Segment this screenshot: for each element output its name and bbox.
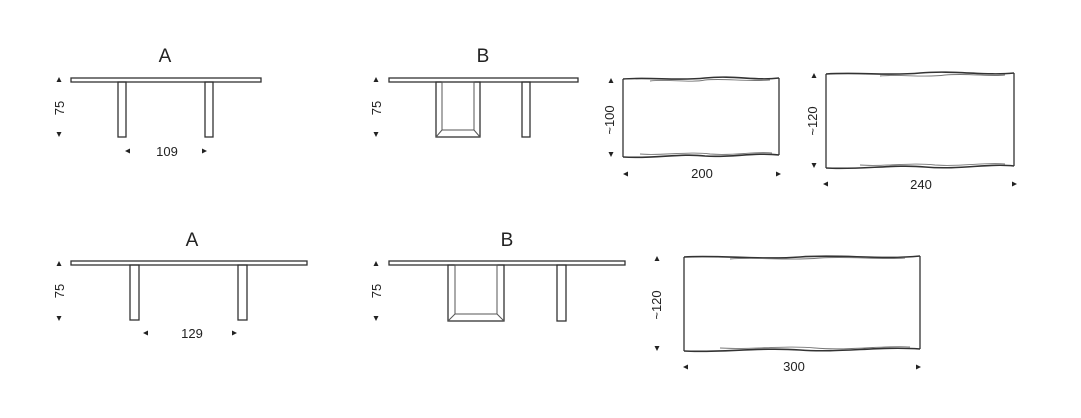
top-edge-live (683, 255, 921, 259)
arrow-down-icon (608, 152, 614, 157)
row1-a-tabletop (70, 77, 262, 83)
row2-b-frame-leg (447, 264, 505, 322)
row1-top-view-200: ~100 200 (602, 76, 781, 181)
arrow-up-icon (56, 77, 62, 82)
row1-b-frame-leg (435, 81, 481, 138)
row2-b-height-dimension: 75 (369, 261, 384, 321)
row2-a-span-label: 129 (181, 326, 203, 341)
arrow-left-icon (823, 181, 828, 187)
top-edge-live (622, 76, 780, 80)
arrow-left-icon (683, 364, 688, 370)
row1-top240-depth-label: ~120 (805, 106, 820, 135)
row1-b-height-label: 75 (369, 101, 384, 115)
arrow-left-icon (143, 330, 148, 336)
arrow-right-icon (202, 148, 207, 154)
row1-top240-depth-dimension: ~120 (805, 73, 820, 168)
row2-b-tabletop (388, 260, 626, 266)
row1-top200-depth-dimension: ~100 (602, 78, 617, 157)
row1-a-span-dimension: 109 (125, 144, 207, 159)
arrow-right-icon (776, 171, 781, 177)
arrow-up-icon (654, 256, 660, 261)
row2-top300-length-dimension: 300 (683, 359, 921, 374)
row2-a-leg-left (129, 264, 140, 321)
arrow-up-icon (373, 77, 379, 82)
row2-a-span-dimension: 129 (143, 326, 237, 341)
row1-top240-length-label: 240 (910, 177, 932, 192)
row2-a-leg-right (237, 264, 248, 321)
row1-top-view-240: ~120 240 (805, 71, 1017, 192)
arrow-left-icon (623, 171, 628, 177)
arrow-down-icon (811, 163, 817, 168)
bottom-edge-live (683, 347, 921, 353)
row1-top240-length-dimension: 240 (823, 177, 1017, 192)
arrow-up-icon (56, 261, 62, 266)
row2-a-tabletop (70, 260, 308, 266)
row2-side-view-b: B 75 (369, 230, 626, 322)
row1-a-height-label: 75 (52, 101, 67, 115)
row2-b-leg-right (556, 264, 567, 322)
row2-view-a-label: A (186, 230, 199, 251)
row2-side-view-a: A 75 129 (52, 230, 308, 341)
arrow-down-icon (373, 316, 379, 321)
row2-top300-length-label: 300 (783, 359, 805, 374)
row2-top300-depth-label: ~120 (649, 290, 664, 319)
row1-b-height-dimension: 75 (369, 77, 384, 137)
arrow-right-icon (916, 364, 921, 370)
row1-b-tabletop (388, 77, 579, 83)
row1-side-view-b: B 75 (369, 46, 579, 138)
row1-side-view-a: A 75 109 (52, 46, 262, 159)
row2-top300-depth-dimension: ~120 (649, 256, 664, 351)
bottom-edge-live (825, 164, 1015, 170)
top-edge-live (825, 71, 1015, 75)
arrow-up-icon (373, 261, 379, 266)
row1-a-height-dimension: 75 (52, 77, 67, 137)
row2-view-b-label: B (501, 230, 514, 251)
row1-a-leg-left (117, 81, 127, 138)
row1-a-leg-right (204, 81, 214, 138)
row1-view-b-label: B (477, 46, 490, 67)
row2-a-height-dimension: 75 (52, 261, 67, 321)
bottom-edge-live (622, 153, 780, 159)
row1-b-leg-right (521, 81, 531, 138)
row1-view-a-label: A (159, 46, 172, 67)
arrow-right-icon (1012, 181, 1017, 187)
arrow-down-icon (654, 346, 660, 351)
arrow-up-icon (811, 73, 817, 78)
arrow-down-icon (56, 132, 62, 137)
row2-a-height-label: 75 (52, 284, 67, 298)
arrow-down-icon (373, 132, 379, 137)
row1-top200-length-dimension: 200 (623, 166, 781, 181)
arrow-down-icon (56, 316, 62, 321)
row1-top200-depth-label: ~100 (602, 105, 617, 134)
arrow-up-icon (608, 78, 614, 83)
arrow-right-icon (232, 330, 237, 336)
row1-top200-length-label: 200 (691, 166, 713, 181)
row2-top-view-300: ~120 300 (649, 255, 921, 374)
row1-a-span-label: 109 (156, 144, 178, 159)
arrow-left-icon (125, 148, 130, 154)
row2-b-height-label: 75 (369, 284, 384, 298)
